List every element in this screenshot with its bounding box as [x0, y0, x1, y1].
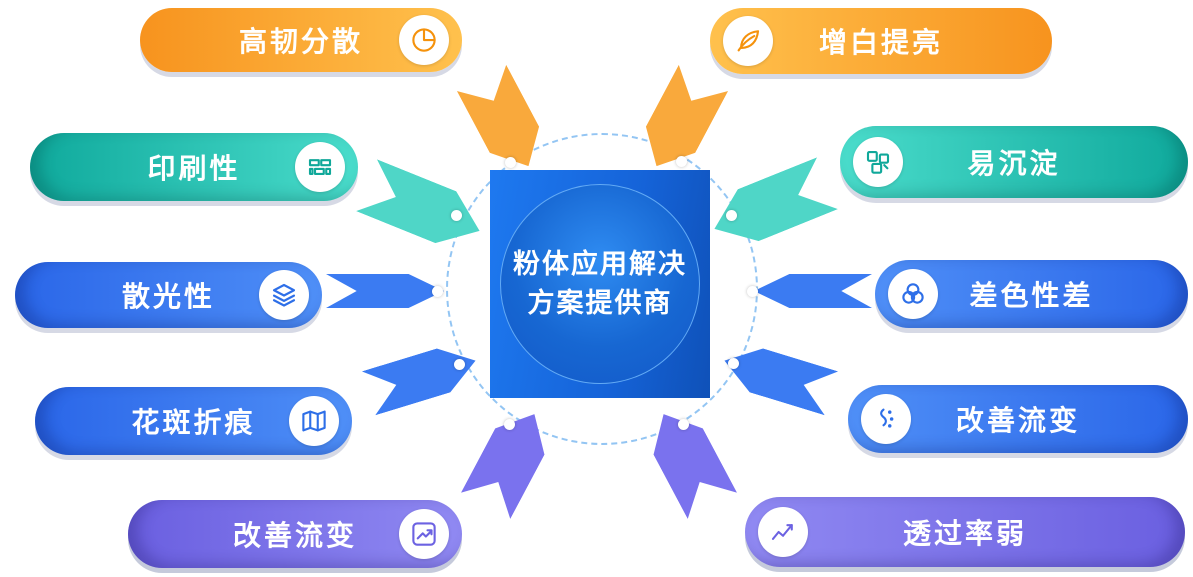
pill-poor-color-difference: 差色性差 [875, 260, 1188, 328]
pill-label: 高韧分散 [238, 26, 363, 57]
dots-flow-icon [861, 394, 911, 444]
color-circles-icon [888, 269, 938, 319]
layers-icon [259, 270, 309, 320]
joint-dot [678, 419, 689, 430]
printing-blocks-icon [295, 142, 345, 192]
pill-label: 散光性 [121, 281, 215, 312]
joint-dot [728, 358, 739, 369]
pill-printability: 印刷性 [30, 133, 358, 201]
trend-chart-icon [399, 509, 449, 559]
folded-map-icon [289, 396, 339, 446]
joint-dot [747, 286, 758, 297]
pill-improve-rheology-left: 改善流变 [128, 500, 462, 568]
puzzle-blocks-icon [853, 137, 903, 187]
pill-whitening-brightening: 增白提亮 [710, 8, 1052, 74]
pill-label: 增白提亮 [818, 27, 943, 58]
center-title: 粉体应用解决 方案提供商 [500, 184, 700, 384]
pill-label: 花斑折痕 [131, 407, 256, 438]
center-square: 粉体应用解决 方案提供商 [490, 170, 710, 398]
pill-label: 改善流变 [955, 405, 1080, 436]
joint-dot [504, 419, 515, 430]
connector-mid-right [754, 274, 872, 308]
joint-dot [432, 286, 443, 297]
leaf-icon [723, 16, 773, 66]
pill-label: 印刷性 [147, 153, 241, 184]
pie-chart-icon [399, 15, 449, 65]
pill-weak-transmittance: 透过率弱 [745, 497, 1185, 567]
pill-improve-rheology-right: 改善流变 [848, 385, 1188, 453]
pill-label: 易沉淀 [967, 148, 1061, 179]
joint-dot [454, 359, 465, 370]
center-title-line2: 方案提供商 [527, 288, 673, 318]
connector-mid-left [326, 274, 444, 308]
line-chart-icon [758, 507, 808, 557]
pill-light-scattering: 散光性 [15, 262, 322, 328]
center-title-line1: 粉体应用解决 [513, 248, 687, 279]
pill-mottle-crease: 花斑折痕 [35, 387, 352, 455]
pill-label: 差色性差 [969, 280, 1094, 311]
joint-dot [726, 210, 737, 221]
pill-label: 改善流变 [232, 520, 357, 551]
pill-easy-sedimentation: 易沉淀 [840, 126, 1188, 198]
pill-high-toughness-dispersion: 高韧分散 [140, 8, 462, 72]
pill-label: 透过率弱 [902, 518, 1027, 549]
joint-dot [676, 156, 687, 167]
joint-dot [505, 157, 516, 168]
joint-dot [451, 210, 462, 221]
